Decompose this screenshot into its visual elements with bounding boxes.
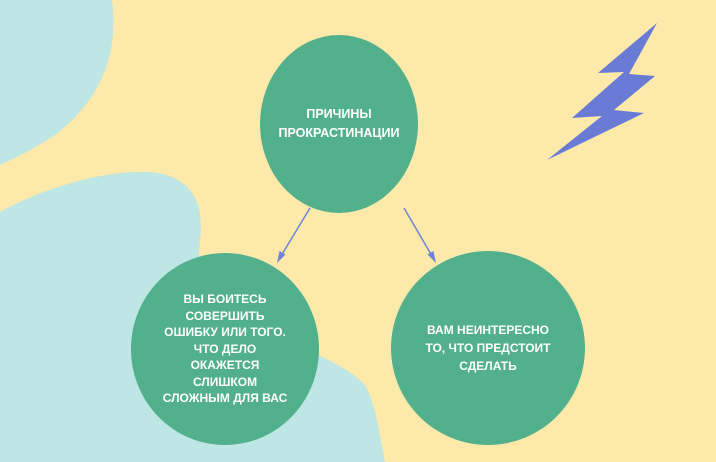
child-node-fear-label: ВЫ БОИТЕСЬ СОВЕРШИТЬ ОШИБКУ ИЛИ ТОГО. ЧТ… bbox=[162, 292, 288, 406]
child-node-uninteresting-label: ВАМ НЕИНТЕРЕСНО ТО, ЧТО ПРЕДСТОИТ СДЕЛАТ… bbox=[425, 323, 551, 373]
lightning-bolt-icon bbox=[547, 23, 657, 160]
arrow-right bbox=[403, 207, 436, 263]
root-node: ПРИЧИНЫ ПРОКРАСТИНАЦИИ bbox=[260, 35, 418, 213]
arrow-left bbox=[277, 207, 311, 263]
child-node-fear: ВЫ БОИТЕСЬ СОВЕРШИТЬ ОШИБКУ ИЛИ ТОГО. ЧТ… bbox=[131, 253, 319, 445]
root-node-label: ПРИЧИНЫ ПРОКРАСТИНАЦИИ bbox=[278, 107, 400, 140]
teal-blob-top bbox=[0, 0, 114, 165]
child-node-uninteresting: ВАМ НЕИНТЕРЕСНО ТО, ЧТО ПРЕДСТОИТ СДЕЛАТ… bbox=[391, 251, 585, 445]
